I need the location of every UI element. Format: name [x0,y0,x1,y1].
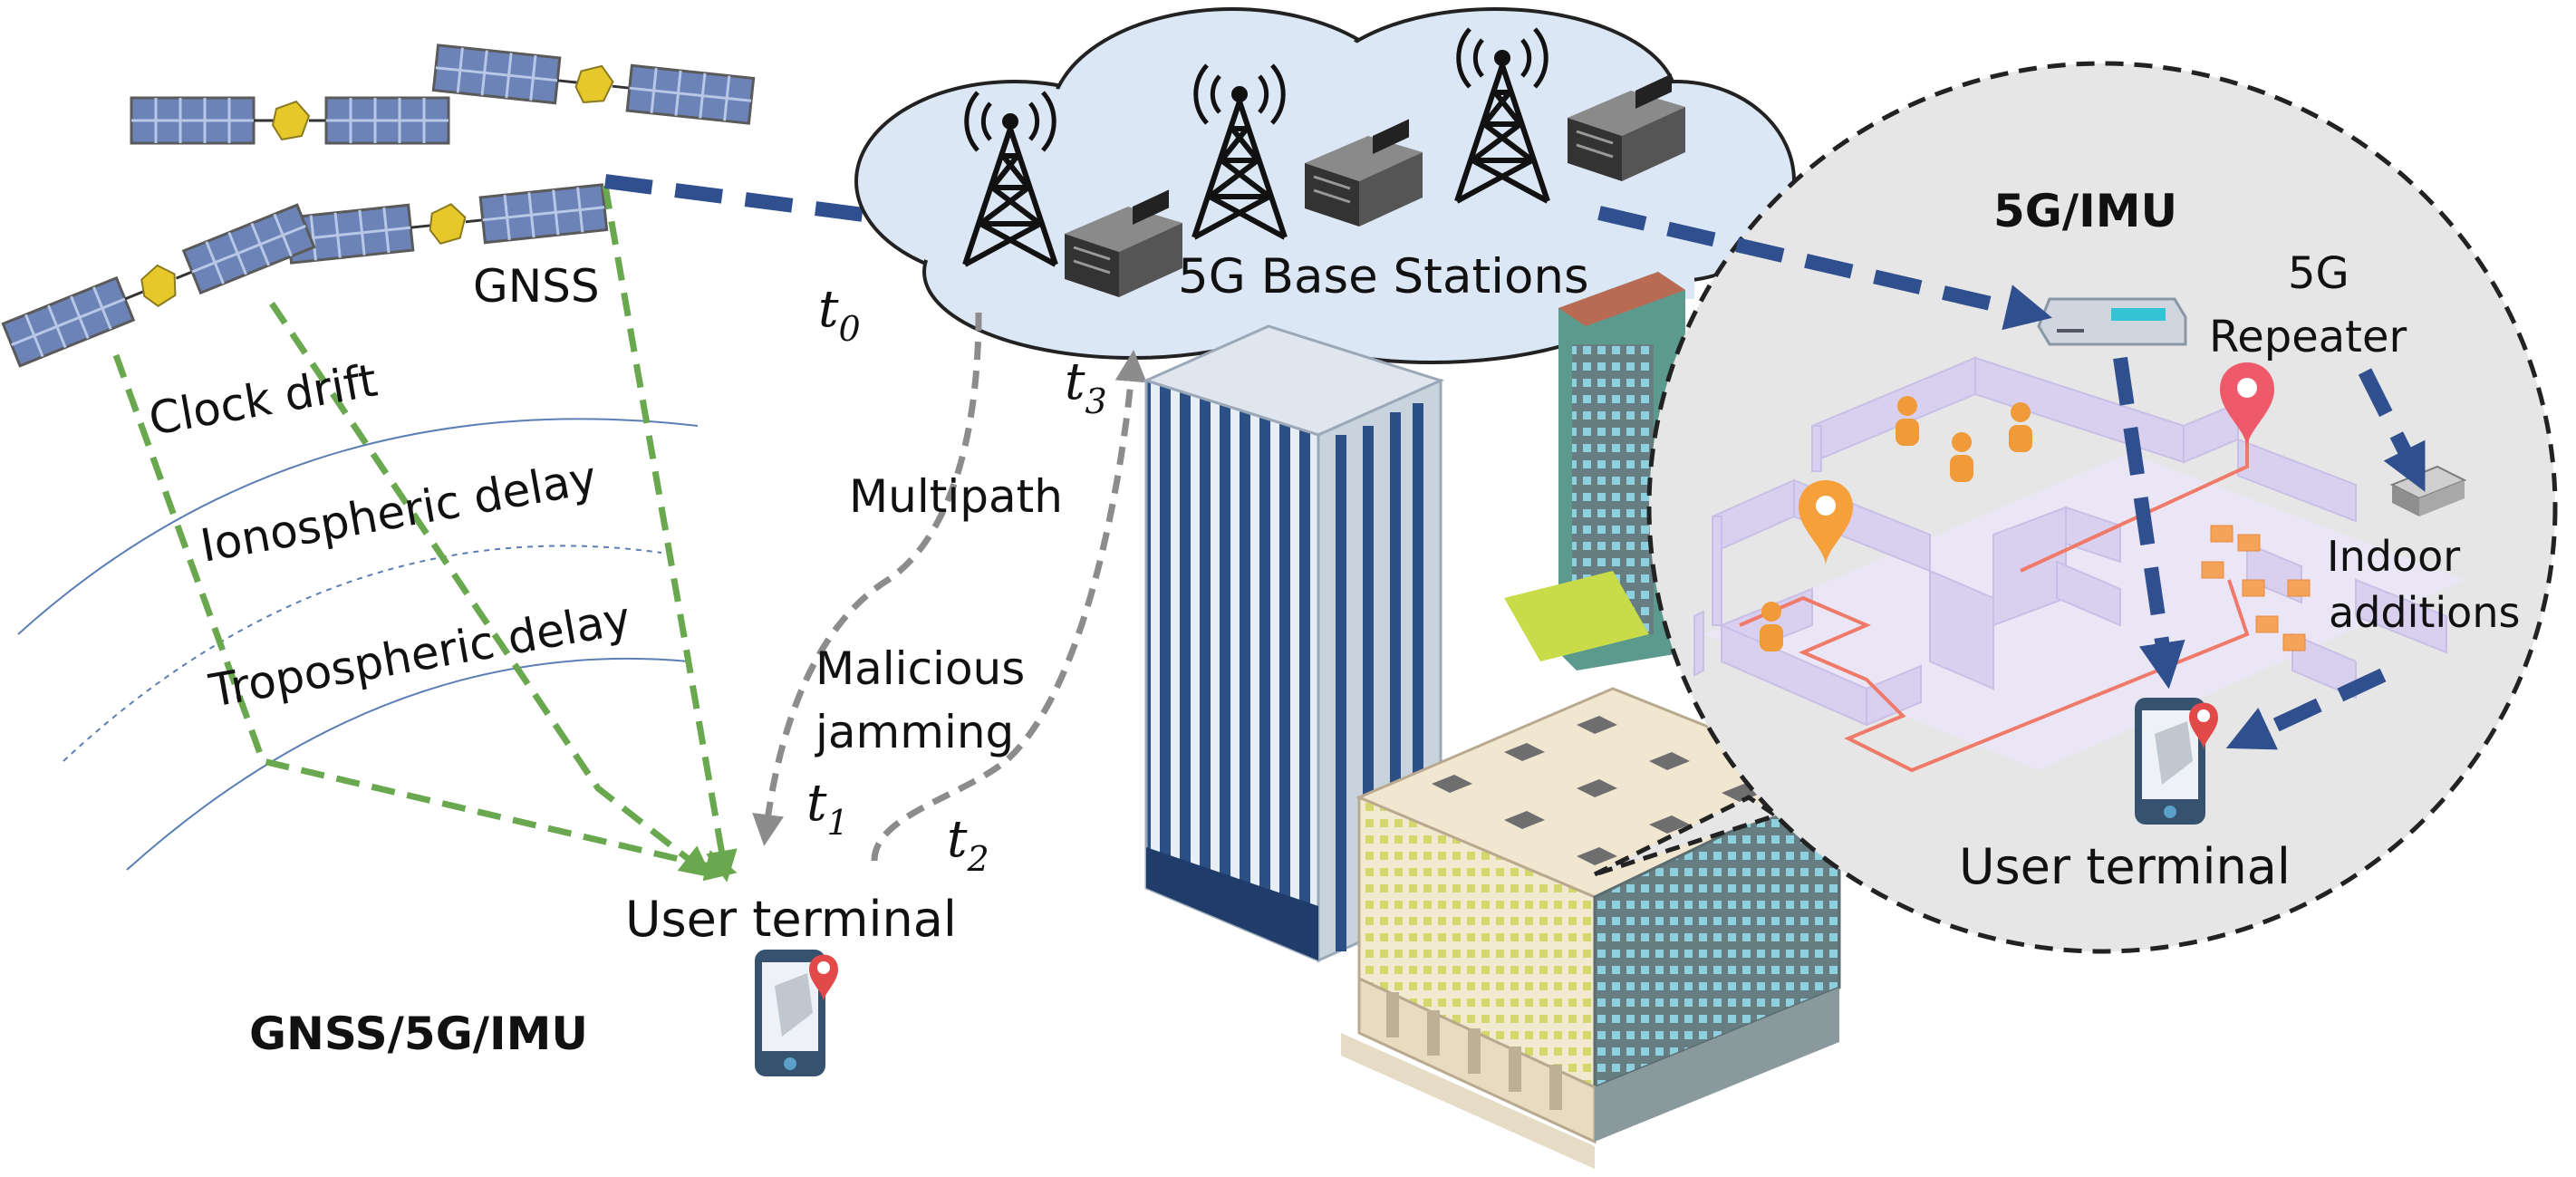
multipath-up-path [871,350,1147,862]
router-icon [2037,297,2187,346]
indoor-label-line2: additions [2329,588,2520,637]
base-stations-label: 5G Base Stations [1178,249,1589,304]
multipath-down-path [752,312,982,846]
satellite-icon [130,96,450,145]
multipath-label: Multipath [849,470,1063,523]
gnss-label: GNSS [473,260,600,313]
tropospheric-delay-label: Tropospheric delay [205,592,634,718]
multipath-paths [752,312,1147,862]
time-mark-t1: t1 [806,774,849,843]
gnss-to-base-arrow [603,174,943,243]
gnss-path [112,353,738,882]
city-buildings [1142,272,1843,1169]
atmosphere-curve [17,418,699,635]
clock-drift-label: Clock drift [145,354,381,446]
atmosphere-layers [17,418,699,871]
gnss-path [602,185,738,883]
malicious-label: Malicious [815,642,1025,695]
time-mark-t0: t0 [818,280,861,349]
repeater-label-line1: 5G [2288,248,2349,299]
satellite-cluster [1,43,756,368]
fiveg-arrows [1597,206,2426,750]
inset-pointer [1593,795,1781,877]
gnss-signal-paths [112,185,738,883]
indoor-floorplan [1693,356,2465,773]
time-marks: t0 t3 t1 t2 [806,280,1107,879]
repeater-to-indoor-arrow [2358,368,2426,492]
satellite-icon [431,43,756,125]
person-icon [2009,402,2032,452]
base-to-router-arrow [1597,206,2052,331]
user-terminal-inset-label: User terminal [1959,838,2291,895]
indoor-label-line1: Indoor [2327,532,2460,581]
user-terminal-label: User terminal [625,891,957,948]
gnss-5g-imu-label: GNSS/5G/IMU [249,1008,588,1060]
location-pin-icon [1799,480,1853,566]
person-icon [1896,396,1919,446]
person-icon [1950,432,1973,482]
repeater-label-line2: Repeater [2209,312,2407,362]
location-pin-icon [2220,362,2274,449]
ionospheric-delay-label: Ionospheric delay [197,451,601,573]
jamming-label: jamming [815,706,1014,758]
atmosphere-curve [63,545,662,762]
fiveg-imu-label: 5G/IMU [1993,185,2177,237]
gnss-path [269,302,713,878]
user-phone-icon [755,950,838,1076]
atmosphere-curve [126,657,690,871]
satellite-icon [285,183,609,265]
time-mark-t2: t2 [947,810,989,879]
router-to-terminal-arrow [2113,356,2185,690]
time-mark-t3: t3 [1065,352,1107,421]
satellite-icon [1,203,316,368]
indoor-inset [1646,61,2558,954]
indoor-to-terminal-arrow [2225,668,2387,750]
person-icon [1760,602,1783,651]
